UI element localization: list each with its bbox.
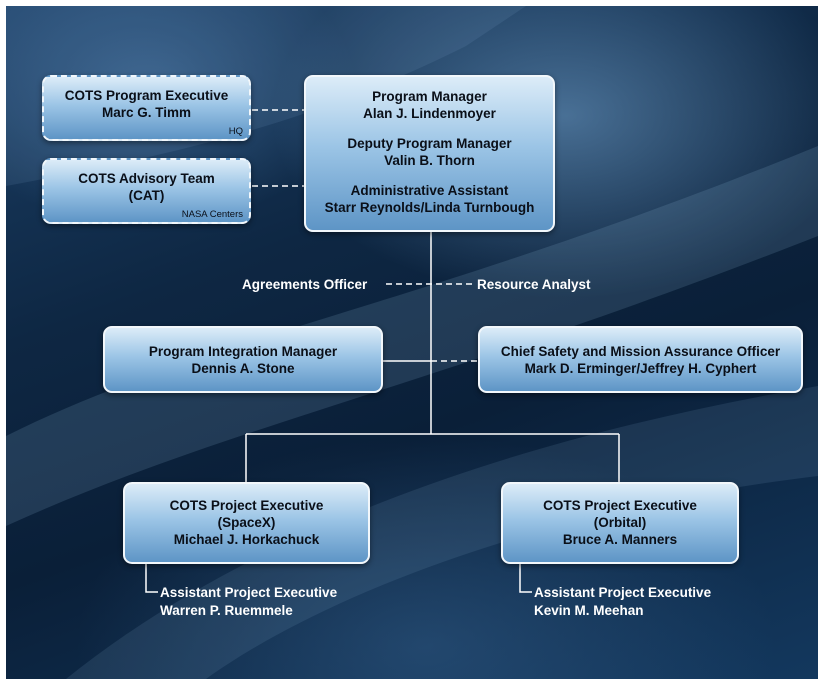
integration-manager-name: Dennis A. Stone <box>191 361 295 376</box>
integration-manager-title: Program Integration Manager <box>148 344 338 359</box>
program-manager-title: Program Manager <box>372 89 487 104</box>
advisory-team-box: COTS Advisory Team (CAT) NASA Centers <box>42 158 251 224</box>
orbital-executive-box: COTS Project Executive (Orbital) Bruce A… <box>501 482 739 564</box>
orbital-assistant-title: Assistant Project Executive <box>534 585 712 600</box>
program-manager-name: Alan J. Lindenmoyer <box>363 106 496 121</box>
connector-lines <box>145 109 620 593</box>
program-executive-name: Marc G. Timm <box>101 105 192 120</box>
safety-officer-box: Chief Safety and Mission Assurance Offic… <box>478 326 803 393</box>
orbital-executive-name: Bruce A. Manners <box>562 532 678 547</box>
integration-manager-box: Program Integration Manager Dennis A. St… <box>103 326 383 393</box>
spacex-executive-box: COTS Project Executive (SpaceX) Michael … <box>123 482 370 564</box>
spacex-assistant-name: Warren P. Ruemmele <box>160 603 293 618</box>
advisory-team-location: NASA Centers <box>181 209 243 220</box>
orbital-assistant-name: Kevin M. Meehan <box>534 603 644 618</box>
program-manager-box: Program Manager Alan J. Lindenmoyer Depu… <box>304 75 555 232</box>
program-executive-box: COTS Program Executive Marc G. Timm HQ <box>42 75 251 141</box>
orbital-executive-title: COTS Project Executive <box>543 498 697 513</box>
advisory-team-abbr: (CAT) <box>128 188 165 203</box>
resource-analyst-label: Resource Analyst <box>477 277 591 292</box>
spacex-executive-title: COTS Project Executive <box>169 498 324 513</box>
safety-officer-title: Chief Safety and Mission Assurance Offic… <box>500 344 781 359</box>
program-executive-title: COTS Program Executive <box>64 88 229 103</box>
orbital-executive-company: (Orbital) <box>593 515 647 530</box>
advisory-team-title: COTS Advisory Team <box>78 171 215 186</box>
org-chart: COTS Program Executive Marc G. Timm HQ C… <box>6 6 818 679</box>
deputy-manager-title: Deputy Program Manager <box>347 136 512 151</box>
agreements-officer-label: Agreements Officer <box>242 277 368 292</box>
program-executive-location: HQ <box>228 126 243 137</box>
spacex-executive-company: (SpaceX) <box>217 515 276 530</box>
administrative-assistant-title: Administrative Assistant <box>350 183 509 198</box>
deputy-manager-name: Valin B. Thorn <box>384 153 475 168</box>
spacex-executive-name: Michael J. Horkachuck <box>173 532 320 547</box>
spacex-assistant-title: Assistant Project Executive <box>160 585 338 600</box>
safety-officer-name: Mark D. Erminger/Jeffrey H. Cyphert <box>524 361 757 376</box>
administrative-assistant-name: Starr Reynolds/Linda Turnbough <box>324 200 535 215</box>
